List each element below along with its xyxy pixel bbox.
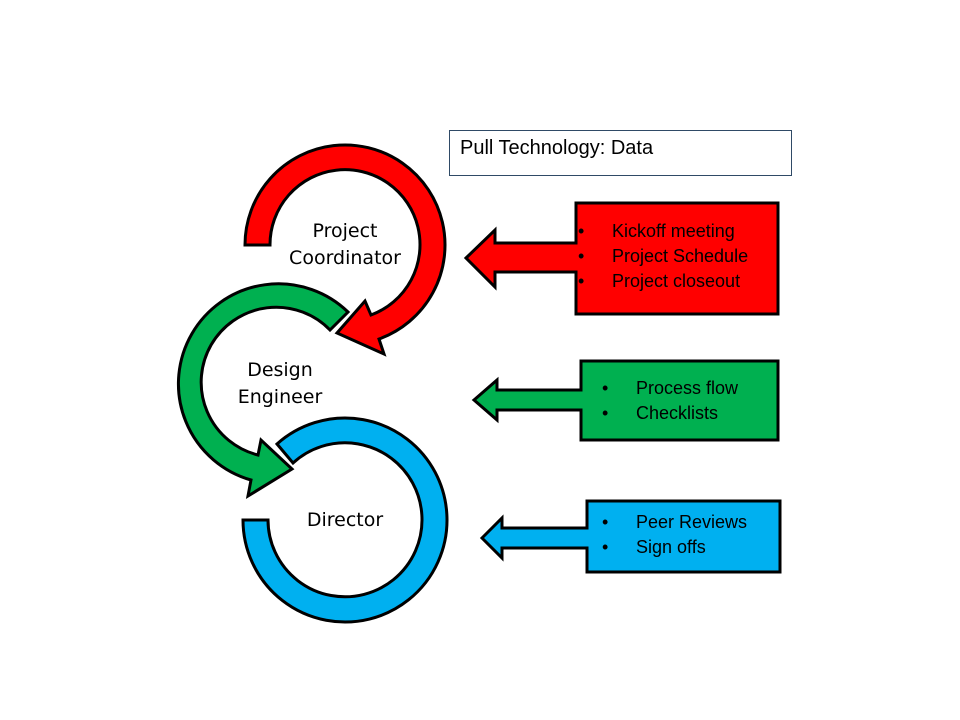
title-box: Pull Technology: Data	[449, 130, 792, 176]
list-item: • Process flow	[602, 376, 738, 401]
role-project-coordinator: Project Coordinator	[270, 218, 420, 272]
red-callout-list: • Kickoff meeting • Project Schedule • Proj…	[578, 219, 748, 294]
role-director: Director	[270, 507, 420, 534]
list-item: • Peer Reviews	[602, 510, 747, 535]
list-item: • Kickoff meeting	[578, 219, 748, 244]
role-label-line: Project	[312, 220, 378, 242]
list-item-text: Kickoff meeting	[612, 221, 735, 241]
blue-callout-list: • Peer Reviews • Sign offs	[602, 510, 747, 560]
list-item: • Checklists	[602, 401, 738, 426]
bullet-icon: •	[602, 512, 609, 532]
role-label-line: Engineer	[237, 386, 323, 408]
list-item-text: Project closeout	[612, 271, 741, 291]
list-item: • Sign offs	[602, 535, 747, 560]
green-callout-arrow	[471, 359, 780, 442]
bullet-icon: •	[578, 271, 585, 291]
engineer-cycle-arrow	[176, 282, 351, 500]
role-design-engineer: Design Engineer	[205, 357, 355, 411]
list-item: • Project closeout	[578, 269, 748, 294]
bullet-icon: •	[602, 403, 609, 423]
director-cycle-arrow	[241, 416, 449, 624]
role-label-line: Design	[247, 359, 313, 381]
red-callout-arrow	[463, 201, 780, 316]
list-item-text: Process flow	[636, 378, 739, 398]
blue-callout-arrow	[479, 499, 782, 574]
list-item-text: Peer Reviews	[636, 512, 748, 532]
list-item-text: Sign offs	[636, 537, 706, 557]
list-item: • Project Schedule	[578, 244, 748, 269]
coordinator-cycle-arrow	[243, 143, 447, 357]
green-callout-list: • Process flow • Checklists	[602, 376, 738, 426]
bullet-icon: •	[578, 221, 585, 241]
bullet-icon: •	[578, 246, 585, 266]
list-item-text: Project Schedule	[612, 246, 749, 266]
title-text: Pull Technology: Data	[460, 137, 654, 159]
list-item-text: Checklists	[636, 403, 719, 423]
bullet-icon: •	[602, 537, 609, 557]
bullet-icon: •	[602, 378, 609, 398]
role-label-line: Coordinator	[289, 247, 401, 269]
role-label-line: Director	[306, 509, 384, 531]
